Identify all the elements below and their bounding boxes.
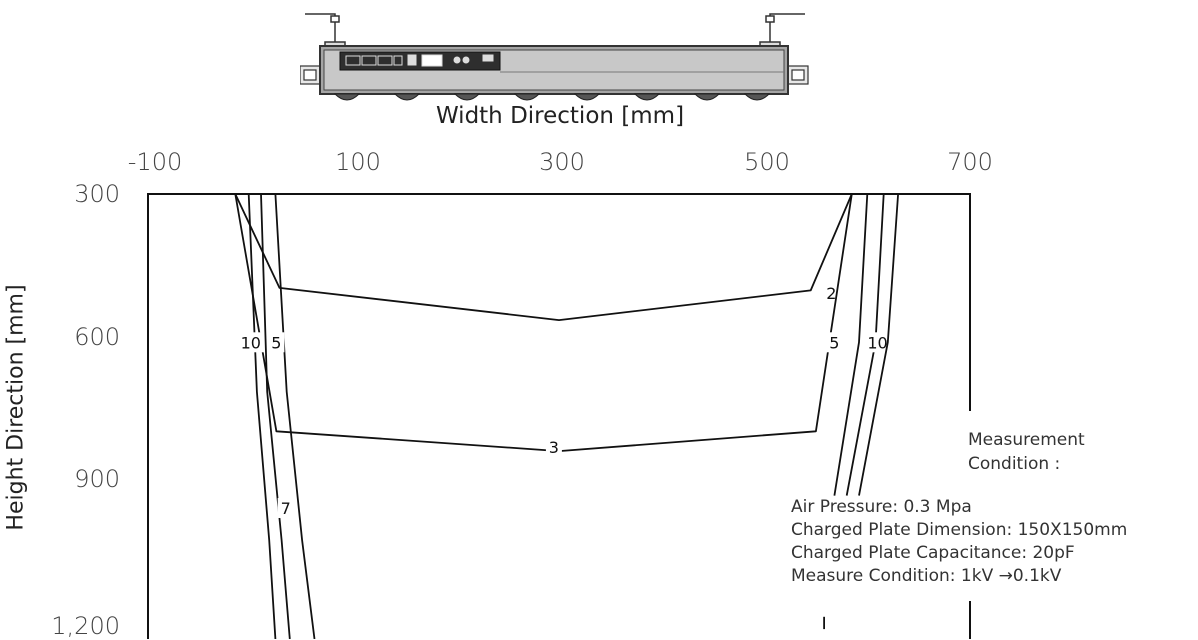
measurement-heading: Measurement Condition : xyxy=(968,430,1085,474)
contour-label-bg xyxy=(277,498,294,518)
x-tick-label: 300 xyxy=(539,148,585,176)
measurement-line: Charged Plate Capacitance: 20pF xyxy=(791,543,1075,563)
ionizer-bar-illustration xyxy=(300,13,809,101)
measurement-line: Measure Condition: 1kV →0.1kV xyxy=(791,566,1062,586)
contour-label: 5 xyxy=(271,333,281,352)
plot-frame xyxy=(147,193,971,639)
contour-label-bg xyxy=(545,437,562,458)
contour-label: 10 xyxy=(241,333,261,352)
measurement-conditions: Air Pressure: 0.3 Mpa Charged Plate Dime… xyxy=(791,496,1196,588)
contour-line xyxy=(274,193,316,639)
measurement-line: Air Pressure: 0.3 Mpa xyxy=(791,497,972,517)
y-tick-label: 900 xyxy=(74,465,120,493)
x-axis-title: Width Direction [mm] xyxy=(435,103,685,129)
contour-line xyxy=(260,193,291,639)
contour-line xyxy=(234,193,853,452)
x-tick-label: 500 xyxy=(744,148,790,176)
contour-label-bg xyxy=(864,332,891,353)
x-tick-label: 700 xyxy=(947,148,993,176)
contour-label: 10 xyxy=(867,333,887,352)
contour-label-bg xyxy=(237,332,264,353)
emitter-nozzles xyxy=(333,93,771,101)
contour-label: 2 xyxy=(826,284,836,303)
y-tick-label: 600 xyxy=(74,323,120,351)
contour-label: 5 xyxy=(829,333,839,352)
contour-line xyxy=(858,193,899,496)
y-tick-label: 300 xyxy=(74,180,120,208)
contour-line xyxy=(234,193,853,321)
contour-line xyxy=(833,193,869,496)
x-tick-label: -100 xyxy=(127,148,183,176)
x-tick-label: 100 xyxy=(335,148,381,176)
contour-line xyxy=(247,193,277,639)
contour-label-bg xyxy=(826,332,843,353)
contour-lines: 2 3 5 7 10 5 10 xyxy=(234,193,899,639)
contour-label: 7 xyxy=(281,499,291,518)
contour-label-bg xyxy=(268,332,285,353)
measurement-line: Charged Plate Dimension: 150X150mm xyxy=(791,520,1128,540)
plot-frame-edge xyxy=(147,193,971,639)
y-tick-label: 1,200 xyxy=(51,612,120,640)
contour-label: 3 xyxy=(549,438,559,457)
